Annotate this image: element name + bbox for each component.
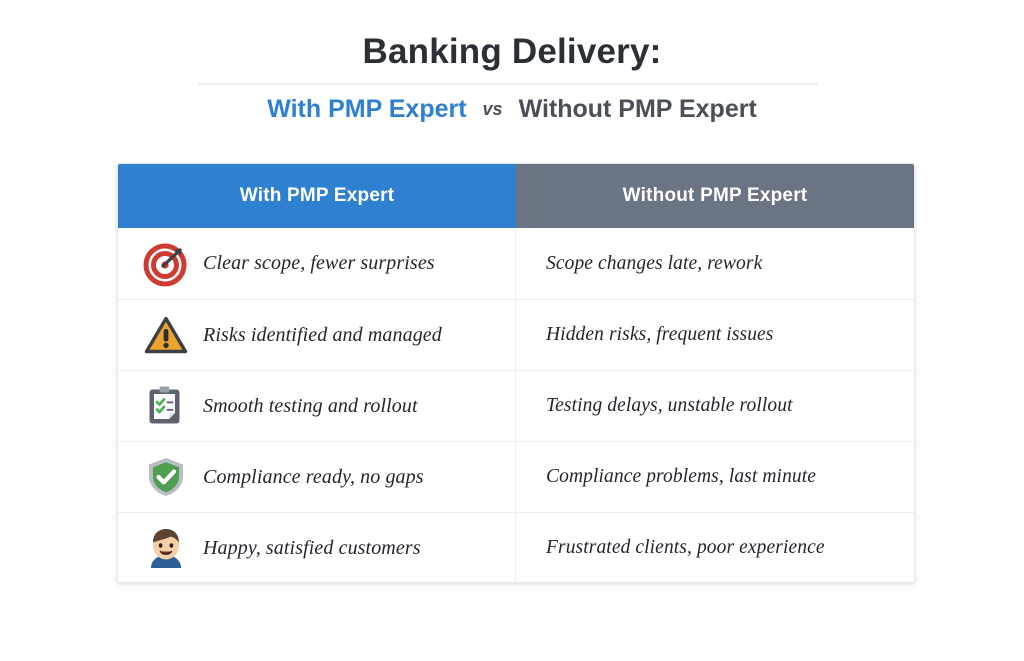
warning-triangle-icon [143, 312, 189, 358]
table-row: Smooth testing and rollout Testing delay… [118, 370, 914, 441]
clipboard-check-icon [143, 383, 189, 429]
row-text-with-expert: Happy, satisfied customers [203, 536, 421, 559]
cell-with-expert: Clear scope, fewer surprises [118, 228, 516, 299]
row-text-with-expert: Smooth testing and rollout [203, 394, 418, 417]
row-text-without-expert: Hidden risks, frequent issues [546, 324, 774, 345]
cell-without-expert: Frustrated clients, poor experience [516, 513, 914, 582]
row-text-with-expert: Compliance ready, no gaps [203, 465, 424, 488]
cell-with-expert: Compliance ready, no gaps [118, 442, 516, 512]
cell-without-expert: Hidden risks, frequent issues [516, 300, 914, 370]
cell-without-expert: Compliance problems, last minute [516, 442, 914, 512]
column-header-without-expert: Without PMP Expert [516, 164, 914, 228]
table-row: Happy, satisfied customers Frustrated cl… [118, 512, 914, 582]
title-divider [198, 83, 818, 85]
cell-with-expert: Risks identified and managed [118, 300, 516, 370]
subtitle-without-expert: Without PMP Expert [518, 95, 757, 123]
table-row: Clear scope, fewer surprises Scope chang… [118, 228, 914, 299]
column-header-with-expert: With PMP Expert [118, 164, 516, 228]
row-text-without-expert: Scope changes late, rework [546, 252, 763, 274]
table-row: Risks identified and managed Hidden risk… [118, 299, 914, 370]
table-body: Clear scope, fewer surprises Scope chang… [118, 228, 914, 582]
row-text-without-expert: Frustrated clients, poor experience [546, 537, 825, 558]
subtitle-vs-label: vs [482, 99, 503, 119]
table-row: Compliance ready, no gaps Compliance pro… [118, 441, 914, 512]
table-header-row: With PMP Expert Without PMP Expert [118, 164, 914, 228]
target-icon [143, 241, 189, 287]
title-block: Banking Delivery: [0, 30, 1024, 74]
row-text-with-expert: Clear scope, fewer surprises [203, 252, 435, 274]
page-title: Banking Delivery: [362, 32, 662, 71]
cell-without-expert: Testing delays, unstable rollout [516, 371, 914, 441]
row-text-without-expert: Testing delays, unstable rollout [546, 395, 793, 416]
subtitle-row: With PMP Expert vs Without PMP Expert [0, 95, 1024, 124]
shield-check-icon [143, 454, 189, 500]
happy-person-icon [143, 525, 189, 571]
cell-with-expert: Smooth testing and rollout [118, 371, 516, 441]
cell-with-expert: Happy, satisfied customers [118, 513, 516, 582]
comparison-table: With PMP Expert Without PMP Expert [117, 163, 915, 583]
row-text-with-expert: Risks identified and managed [203, 323, 442, 346]
cell-without-expert: Scope changes late, rework [516, 228, 914, 299]
subtitle-with-expert: With PMP Expert [267, 95, 467, 123]
row-text-without-expert: Compliance problems, last minute [546, 466, 817, 487]
